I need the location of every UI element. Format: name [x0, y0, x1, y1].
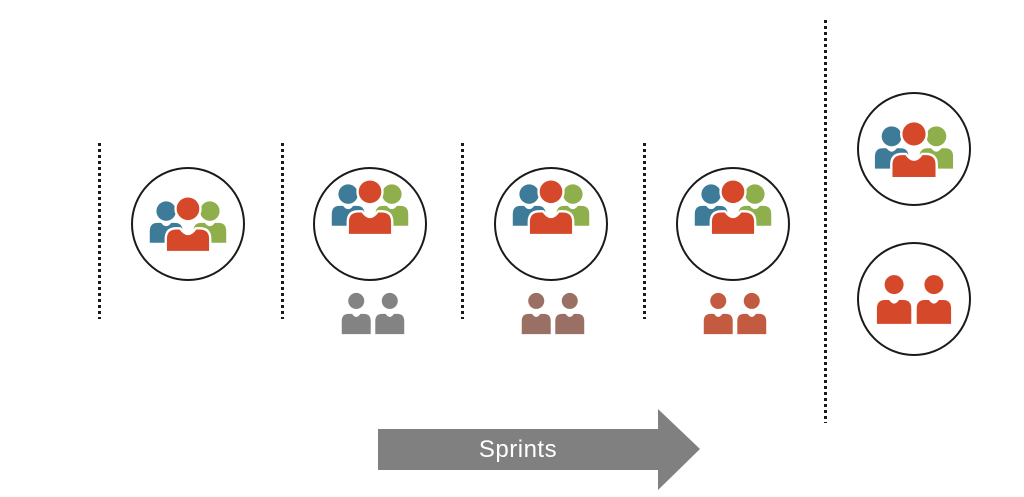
sprint-separator-3	[461, 143, 464, 319]
team-circle-sprint-2	[313, 167, 427, 281]
joining-pair-icon-sprint-4	[703, 292, 767, 335]
joining-pair-icon-sprint-2	[341, 292, 405, 335]
release-separator	[824, 20, 827, 423]
final-pair-circle	[857, 242, 971, 356]
sprint-separator-1	[98, 143, 101, 319]
sprints-arrow-head-icon	[658, 409, 700, 490]
team-group-icon	[694, 178, 772, 236]
sprints-arrow: Sprints	[378, 429, 658, 470]
two-people-icon	[341, 292, 405, 335]
team-circle-sprint-4	[676, 167, 790, 281]
team-group-icon	[874, 120, 954, 179]
joining-pair-icon-sprint-3	[521, 292, 585, 335]
two-people-icon	[521, 292, 585, 335]
final-pair-icon	[876, 274, 952, 325]
team-circle-sprint-3	[494, 167, 608, 281]
sprint-separator-4	[643, 143, 646, 319]
team-group-icon	[512, 178, 590, 236]
sprint-separator-2	[281, 143, 284, 319]
final-team-circle	[857, 92, 971, 206]
two-people-icon	[876, 274, 952, 325]
team-group-icon	[331, 178, 409, 236]
team-group-icon	[149, 195, 227, 253]
sprints-arrow-label: Sprints	[478, 435, 558, 463]
two-people-icon	[703, 292, 767, 335]
team-circle-sprint-1	[131, 167, 245, 281]
